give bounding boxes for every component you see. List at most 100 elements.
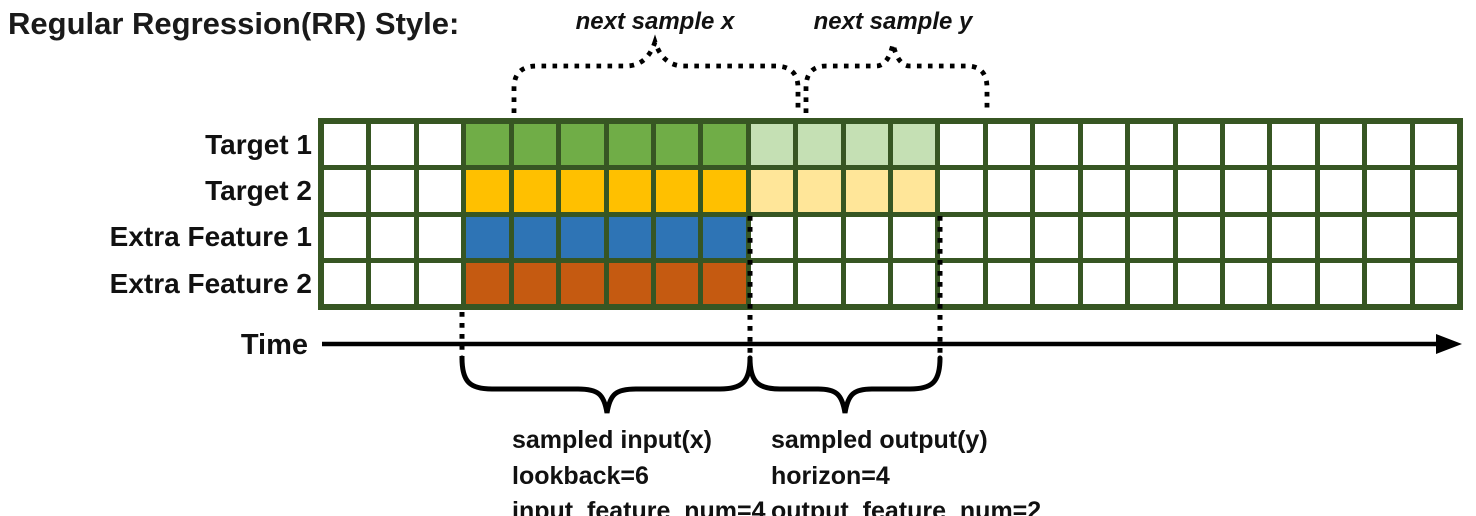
lookback-line: lookback=6	[512, 461, 649, 490]
cell-r2-c13	[893, 170, 936, 212]
cell-r1-c6	[561, 124, 604, 166]
cell-r4-c11	[798, 262, 841, 304]
cell-r3-c4	[466, 216, 509, 258]
cell-r1-c5	[513, 124, 557, 166]
cell-r1-c21	[1272, 124, 1315, 166]
cell-r1-c4	[466, 124, 509, 166]
cell-r4-c16	[1035, 262, 1078, 304]
cell-r4-c22	[1319, 262, 1363, 304]
sampled-output-annotation: sampled output(y) horizon=4 output_featu…	[771, 423, 1041, 516]
cell-r3-c14	[940, 216, 983, 258]
row-label-target-2: Target 2	[205, 175, 312, 206]
sampled-input-brace	[459, 355, 753, 414]
cell-r2-c21	[1272, 170, 1315, 212]
time-axis-arrowhead	[1436, 334, 1462, 354]
cell-r3-c18	[1130, 216, 1173, 258]
cell-r3-c3	[418, 216, 462, 258]
cell-r4-c4	[466, 262, 509, 304]
cell-r4-c20	[1224, 262, 1268, 304]
sampled-input-annotation: sampled input(x) lookback=6 input_featur…	[512, 423, 766, 516]
cell-r4-c2	[371, 262, 414, 304]
cell-r4-c21	[1272, 262, 1315, 304]
cell-r3-c11	[798, 216, 841, 258]
cell-r1-c10	[750, 124, 794, 166]
cell-r1-c11	[798, 124, 841, 166]
cell-r1-c13	[893, 124, 936, 166]
cell-r4-c17	[1082, 262, 1126, 304]
cell-r2-c15	[987, 170, 1031, 212]
cell-r1-c3	[418, 124, 462, 166]
cell-r2-c19	[1177, 170, 1220, 212]
cell-r3-c2	[371, 216, 414, 258]
cell-r2-c6	[561, 170, 604, 212]
row-label-extra-feature-1: Extra Feature 1	[109, 221, 312, 252]
next-sample-y-brace	[803, 43, 990, 113]
cell-r3-c22	[1319, 216, 1363, 258]
time-grid	[318, 118, 1463, 310]
input-feature-num-line: input_feature_num=4	[512, 497, 766, 516]
cell-r2-c11	[798, 170, 841, 212]
cell-r2-c23	[1367, 170, 1410, 212]
cell-r2-c10	[750, 170, 794, 212]
cell-r4-c23	[1367, 262, 1410, 304]
cell-r4-c24	[1414, 262, 1457, 304]
cell-r1-c18	[1130, 124, 1173, 166]
output-feature-num-line: output_feature_num=2	[771, 497, 1042, 516]
row-label-target-1: Target 1	[205, 129, 312, 160]
horizon-line: horizon=4	[771, 461, 890, 490]
cell-r2-c7	[608, 170, 651, 212]
cell-r4-c15	[987, 262, 1031, 304]
cell-r1-c23	[1367, 124, 1410, 166]
cell-r2-c24	[1414, 170, 1457, 212]
cell-r3-c10	[750, 216, 794, 258]
cell-r2-c4	[466, 170, 509, 212]
cell-r2-c22	[1319, 170, 1363, 212]
next-sample-x-brace	[511, 34, 801, 113]
cell-r4-c1	[324, 262, 367, 304]
cell-r1-c14	[940, 124, 983, 166]
cell-r2-c2	[371, 170, 414, 212]
cell-r3-c6	[561, 216, 604, 258]
cell-r3-c23	[1367, 216, 1410, 258]
cell-r2-c3	[418, 170, 462, 212]
cell-r4-c18	[1130, 262, 1173, 304]
cell-r2-c1	[324, 170, 367, 212]
cell-r1-c22	[1319, 124, 1363, 166]
cell-r1-c1	[324, 124, 367, 166]
cell-r1-c15	[987, 124, 1031, 166]
cell-r4-c10	[750, 262, 794, 304]
cell-r3-c12	[845, 216, 888, 258]
cell-r1-c8	[655, 124, 699, 166]
cell-r2-c18	[1130, 170, 1173, 212]
cell-r3-c24	[1414, 216, 1457, 258]
cell-r1-c16	[1035, 124, 1078, 166]
cell-r2-c17	[1082, 170, 1126, 212]
cell-r1-c9	[703, 124, 746, 166]
cell-r2-c14	[940, 170, 983, 212]
cell-r4-c12	[845, 262, 888, 304]
cell-r4-c6	[561, 262, 604, 304]
cell-r1-c2	[371, 124, 414, 166]
next-sample-y-label: next sample y	[813, 8, 973, 35]
diagram-title: Regular Regression(RR) Style:	[8, 6, 460, 41]
cell-r2-c9	[703, 170, 746, 212]
cell-r3-c13	[893, 216, 936, 258]
cell-r1-c7	[608, 124, 651, 166]
row-label-extra-feature-2: Extra Feature 2	[109, 268, 312, 299]
cell-r3-c21	[1272, 216, 1315, 258]
cell-r1-c19	[1177, 124, 1220, 166]
cell-r1-c24	[1414, 124, 1457, 166]
time-axis-label: Time	[240, 329, 308, 361]
cell-r4-c3	[418, 262, 462, 304]
cell-r1-c12	[845, 124, 888, 166]
cell-r4-c13	[893, 262, 936, 304]
cell-r3-c8	[655, 216, 699, 258]
sampled-output-line: sampled output(y)	[771, 426, 988, 454]
cell-r3-c17	[1082, 216, 1126, 258]
cell-r4-c14	[940, 262, 983, 304]
cell-r2-c16	[1035, 170, 1078, 212]
sampled-output-brace	[747, 355, 943, 414]
sampled-input-line: sampled input(x)	[512, 426, 713, 454]
cell-r3-c9	[703, 216, 746, 258]
